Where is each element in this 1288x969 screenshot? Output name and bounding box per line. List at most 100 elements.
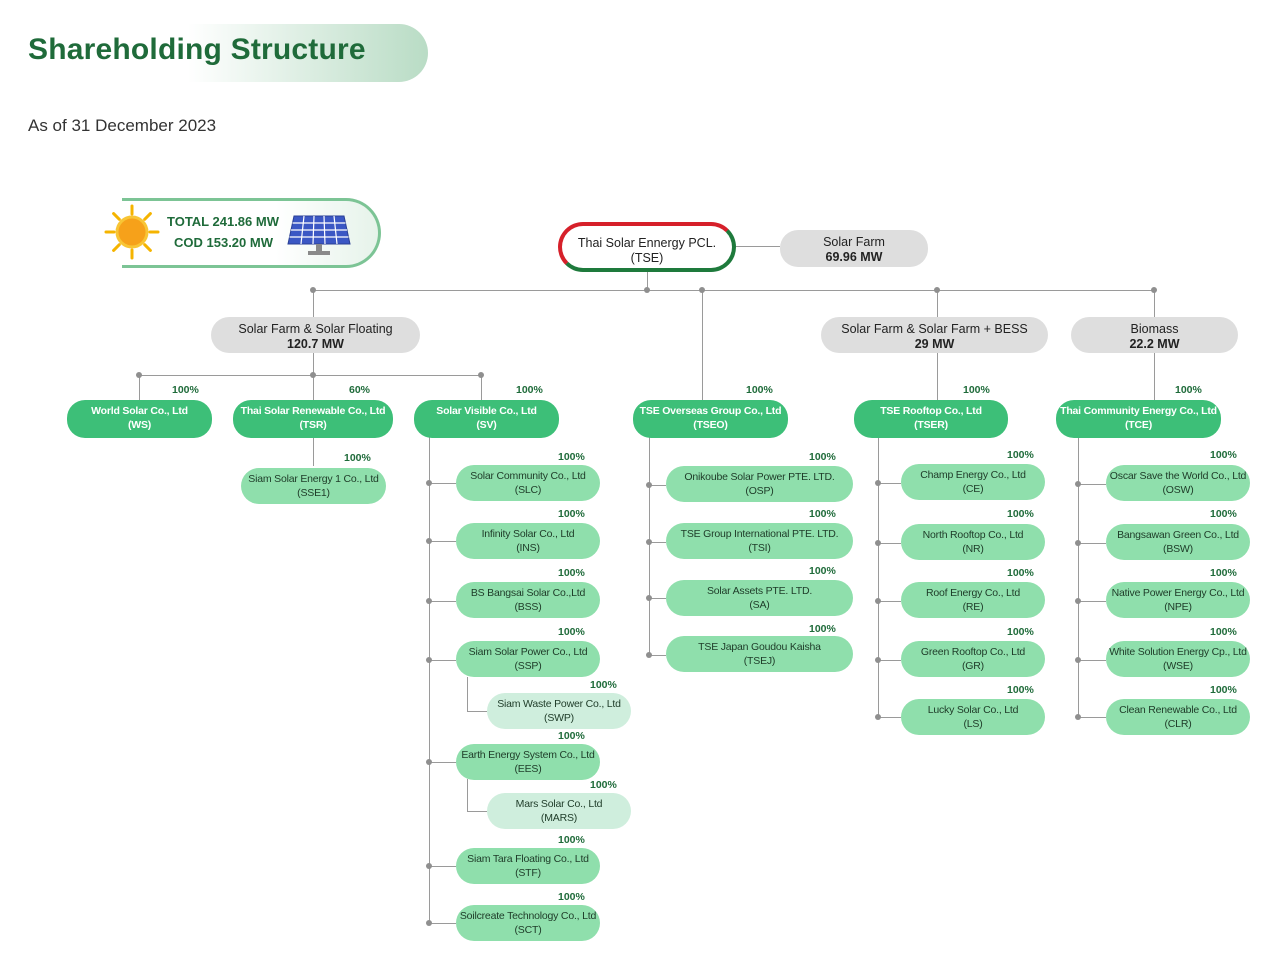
company-ees: Earth Energy System Co., Ltd (EES) — [456, 744, 600, 780]
ownership-percent: 100% — [809, 508, 836, 520]
company-name: Green Rooftop Co., Ltd — [920, 646, 1026, 658]
company-code: (TSI) — [748, 542, 771, 554]
sun-icon — [104, 204, 160, 260]
company-bss: BS Bangsai Solar Co.,Ltd (BSS) — [456, 582, 600, 618]
company-name: Siam Tara Floating Co., Ltd — [467, 853, 589, 865]
company-npe: Native Power Energy Co., Ltd (NPE) — [1106, 582, 1250, 618]
company-name: Soilcreate Technology Co., Ltd — [459, 910, 597, 922]
category-capacity: 29 MW — [914, 337, 955, 351]
company-tce: Thai Community Energy Co., Ltd (TCE) — [1056, 400, 1221, 438]
ownership-percent: 100% — [172, 384, 199, 396]
company-slc: Solar Community Co., Ltd (SLC) — [456, 465, 600, 501]
company-code: (SA) — [749, 599, 770, 611]
category-solar-floating: Solar Farm & Solar Floating 120.7 MW — [211, 317, 420, 353]
company-code: (WSE) — [1163, 660, 1193, 672]
ownership-percent: 100% — [1175, 384, 1202, 396]
company-sct: Soilcreate Technology Co., Ltd (SCT) — [456, 905, 600, 941]
company-name: North Rooftop Co., Ltd — [922, 529, 1024, 541]
company-code: (NPE) — [1164, 601, 1192, 613]
company-name: Solar Visible Co., Ltd — [436, 405, 537, 417]
company-name: Earth Energy System Co., Ltd — [461, 749, 595, 761]
company-name: Solar Community Co., Ltd — [470, 470, 586, 482]
company-name: Lucky Solar Co., Ltd — [927, 704, 1019, 716]
company-name: Native Power Energy Co., Ltd — [1111, 587, 1245, 599]
ownership-percent: 100% — [558, 730, 585, 742]
company-name: Roof Energy Co., Ltd — [925, 587, 1021, 599]
company-osw: Oscar Save the World Co., Ltd (OSW) — [1106, 465, 1250, 501]
company-sa: Solar Assets PTE. LTD. (SA) — [666, 580, 853, 616]
ownership-percent: 100% — [746, 384, 773, 396]
ownership-percent: 100% — [1210, 626, 1237, 638]
company-code: (STF) — [515, 867, 541, 879]
total-capacity: TOTAL 241.86 MW — [167, 214, 279, 229]
company-code: (BSW) — [1163, 543, 1193, 555]
company-name: Thai Community Energy Co., Ltd — [1060, 405, 1217, 417]
company-code: (TCE) — [1125, 419, 1152, 431]
ownership-percent: 100% — [344, 452, 371, 464]
company-name: Bangsawan Green Co., Ltd — [1117, 529, 1239, 541]
solar-panel-icon — [287, 215, 351, 255]
company-sse1: Siam Solar Energy 1 Co., Ltd (SSE1) — [241, 468, 386, 504]
company-code: (INS) — [516, 542, 540, 554]
company-tseo: TSE Overseas Group Co., Ltd (TSEO) — [633, 400, 788, 438]
company-code: (BSS) — [514, 601, 542, 613]
company-name: Thai Solar Renewable Co., Ltd — [240, 405, 386, 417]
root-company-tse: Thai Solar Ennergy PCL. (TSE) — [558, 222, 736, 272]
root-company-code: (TSE) — [630, 251, 664, 265]
company-ce: Champ Energy Co., Ltd (CE) — [901, 464, 1045, 500]
company-name: Clean Renewable Co., Ltd — [1119, 704, 1237, 716]
ownership-percent: 100% — [1210, 449, 1237, 461]
company-code: (TSEO) — [693, 419, 728, 431]
ownership-percent: 100% — [558, 626, 585, 638]
ownership-percent: 100% — [809, 565, 836, 577]
company-tsr: Thai Solar Renewable Co., Ltd (TSR) — [233, 400, 393, 438]
company-name: BS Bangsai Solar Co.,Ltd — [470, 587, 586, 599]
ownership-percent: 100% — [516, 384, 543, 396]
company-name: TSE Group International PTE. LTD. — [680, 528, 839, 540]
ownership-percent: 60% — [349, 384, 371, 396]
company-ls: Lucky Solar Co., Ltd (LS) — [901, 699, 1045, 735]
company-code: (SV) — [476, 419, 497, 431]
company-code: (LS) — [963, 718, 983, 730]
ownership-percent: 100% — [1007, 449, 1034, 461]
company-code: (OSW) — [1162, 484, 1194, 496]
company-osp: Onikoube Solar Power PTE. LTD. (OSP) — [666, 466, 853, 502]
company-code: (TSER) — [914, 419, 948, 431]
ownership-percent: 100% — [809, 451, 836, 463]
company-code: (OSP) — [745, 485, 774, 497]
ownership-percent: 100% — [558, 834, 585, 846]
category-name: Solar Farm — [823, 235, 885, 249]
company-sv: Solar Visible Co., Ltd (SV) — [414, 400, 559, 438]
company-code: (SLC) — [514, 484, 542, 496]
company-code: (RE) — [962, 601, 984, 613]
ownership-percent: 100% — [809, 623, 836, 635]
company-code: (EES) — [514, 763, 542, 775]
category-solar-bess: Solar Farm & Solar Farm + BESS 29 MW — [821, 317, 1048, 353]
company-name: Champ Energy Co., Ltd — [920, 469, 1026, 481]
company-code: (SCT) — [514, 924, 542, 936]
company-re: Roof Energy Co., Ltd (RE) — [901, 582, 1045, 618]
company-name: World Solar Co., Ltd — [91, 405, 188, 417]
ownership-percent: 100% — [558, 891, 585, 903]
category-capacity: 120.7 MW — [287, 337, 344, 351]
company-tsej: TSE Japan Goudou Kaisha (TSEJ) — [666, 636, 853, 672]
ownership-percent: 100% — [558, 567, 585, 579]
company-name: Siam Waste Power Co., Ltd — [497, 698, 621, 710]
company-swp: Siam Waste Power Co., Ltd (SWP) — [487, 693, 631, 729]
company-name: Infinity Solar Co., Ltd — [481, 528, 575, 540]
company-name: Onikoube Solar Power PTE. LTD. — [684, 471, 835, 483]
company-tsi: TSE Group International PTE. LTD. (TSI) — [666, 523, 853, 559]
company-code: (SSP) — [514, 660, 542, 672]
company-mars: Mars Solar Co., Ltd (MARS) — [487, 793, 631, 829]
category-name: Solar Farm & Solar Farm + BESS — [841, 322, 1028, 336]
company-gr: Green Rooftop Co., Ltd (GR) — [901, 641, 1045, 677]
ownership-percent: 100% — [963, 384, 990, 396]
category-name: Solar Farm & Solar Floating — [238, 322, 393, 336]
company-name: Solar Assets PTE. LTD. — [706, 585, 813, 597]
as-of-date: As of 31 December 2023 — [28, 116, 217, 135]
cod-capacity: COD 153.20 MW — [174, 235, 273, 250]
company-clr: Clean Renewable Co., Ltd (CLR) — [1106, 699, 1250, 735]
company-code: (GR) — [962, 660, 984, 672]
ownership-percent: 100% — [1007, 684, 1034, 696]
company-name: TSE Japan Goudou Kaisha — [698, 641, 821, 653]
